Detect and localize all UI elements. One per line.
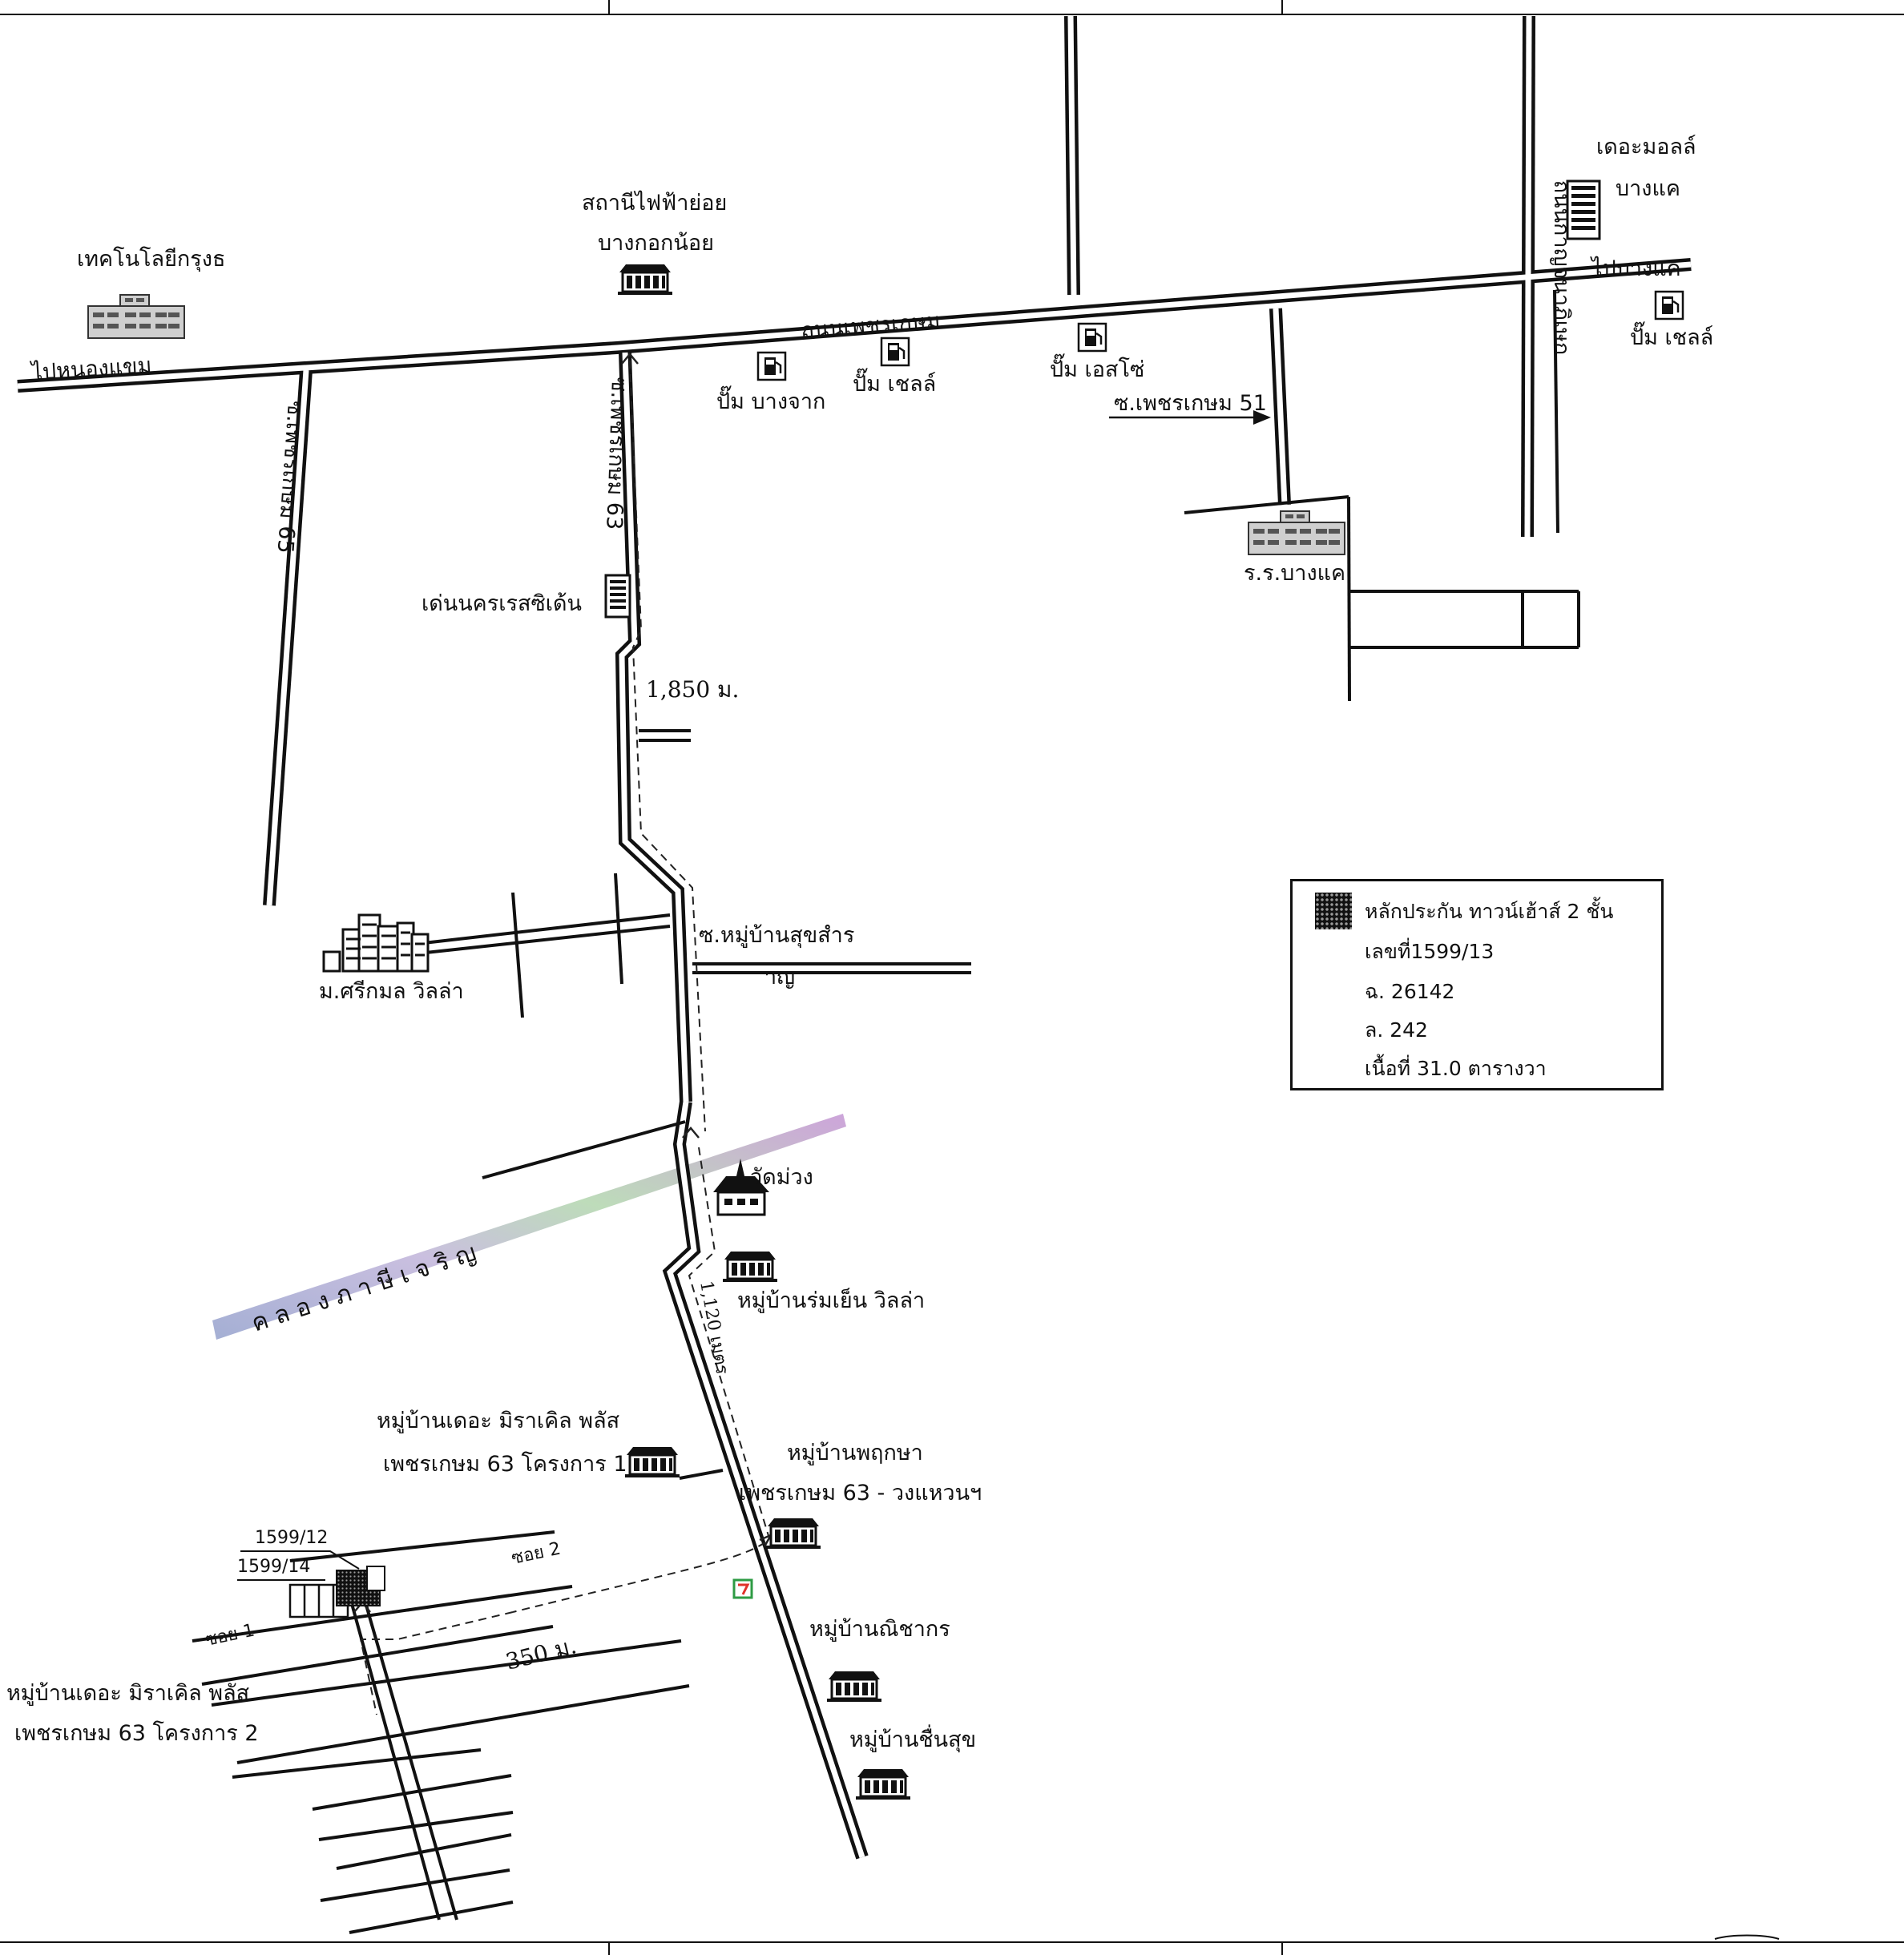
route-path [359,360,770,1715]
label-substation: สถานีไฟฟ้าย่อย [582,191,727,216]
label-nichakorn: หมู่บ้านณิชากร [809,1617,950,1642]
road-label-soi-65: ซ.เพชรเกษม 65 [272,400,308,554]
label-miracle-2-b: เพชรเกษม 63 โครงการ 2 [14,1721,259,1746]
label-dane-nakorn: เด่นนครเรสซิเด้น [422,591,582,616]
label-shell-2: ปั๊ม เชลล์ [1630,321,1713,350]
temple-icon [713,1159,769,1216]
miracle-1-icon [623,1445,681,1479]
school-icon [1248,510,1345,555]
minor-roads [192,289,1580,1934]
road-label-soi-suksamran-2: าญ [764,965,795,990]
dane-nakorn-icon [604,574,631,619]
chuensuk-icon [854,1768,912,1801]
soi-51-arrow [1109,410,1271,425]
label-chuensuk: หมู่บ้านชื่นสุข [849,1724,976,1753]
bangchak-pump-icon [756,351,787,381]
nichakorn-icon [825,1670,883,1703]
legend-land-number: ล. 242 [1365,1018,1428,1042]
srikamol-icon [322,913,430,973]
label-esso: ปั๊ม เอสโซ่ [1050,353,1144,382]
road-network [17,15,1692,1860]
substation-icon [616,263,674,296]
label-wat-muang: วัดม่วง [750,1165,813,1190]
shell-pump-icon [880,337,910,367]
label-miracle-1: หมู่บ้านเดอะ มิราเคิล พลัส [377,1409,619,1433]
label-miracle-1-b: เพชรเกษม 63 โครงการ 1 [383,1452,627,1477]
label-tech-school: เทคโนโลยีกรุงธ [77,247,225,272]
label-the-mall-2: บางแค [1616,176,1680,201]
plot-label-1599-14: 1599/14 [237,1557,310,1577]
road-label-soi-1: ซอย 1 [204,1621,256,1651]
distance-1850: 1,850 ม. [646,676,739,703]
pruksa-icon [764,1517,822,1550]
label-school: ร.ร.บางแค [1244,561,1345,586]
road-label-to-bang-khae: ไปบางแค [1590,256,1681,281]
tech-school-icon [87,294,185,339]
road-label-soi-suksamran: ซ.หมู่บ้านสุขสำร [699,923,854,949]
road-label-main: ถนนเพชรเกษม [800,308,941,344]
legend-deed-number: ฉ. 26142 [1365,980,1455,1003]
label-shell: ปั๊ม เชลล์ [853,368,936,397]
plot-label-1599-12: 1599/12 [255,1528,328,1548]
road-label-kanchanaphisek: ถนนกาญจนาภิเษก [1549,180,1574,355]
legend-title: หลักประกัน ทาวน์เฮ้าส์ 2 ชั้น [1365,900,1614,923]
road-label-soi-63: ซ.เพชรเกษม 63 [601,377,631,530]
seven-eleven-icon [732,1578,753,1599]
canal-label: ค ล อ ง ภ า ษี เ จ ริ ญ [248,1239,480,1338]
label-srikamol: ม.ศรีกมล วิลล่า [319,979,464,1004]
shell-pump-2-icon [1654,290,1684,320]
esso-pump-icon [1077,322,1107,353]
subject-plot [237,1550,385,1618]
label-bangchak: ปั๊ม บางจาก [716,385,825,414]
romyen-icon [721,1250,779,1284]
label-pruksa: หมู่บ้านพฤกษา [787,1441,923,1465]
collateral-swatch-icon [1315,893,1352,929]
label-romyen: หมู่บ้านร่มเย็น วิลล่า [737,1286,925,1313]
label-the-mall: เดอะมอลล์ [1596,134,1696,159]
legend-area: เนื้อที่ 31.0 ตารางวา [1365,1057,1547,1080]
distance-350: 350 ม. [503,1632,579,1675]
road-label-soi-51: ซ.เพชรเกษม 51 [1114,391,1267,416]
label-substation-2: บางกอกน้อย [598,231,714,256]
label-miracle-2: หมู่บ้านเดอะ มิราเคิล พลัส [6,1681,249,1706]
road-label-soi-2: ซอย 2 [510,1539,563,1569]
legend-house-number: เลขที่1599/13 [1365,940,1495,963]
label-pruksa-b: เพชรเกษม 63 - วงแหวนฯ [739,1481,982,1506]
legend-box: หลักประกัน ทาวน์เฮ้าส์ 2 ชั้น เลขที่1599… [1290,879,1664,1090]
